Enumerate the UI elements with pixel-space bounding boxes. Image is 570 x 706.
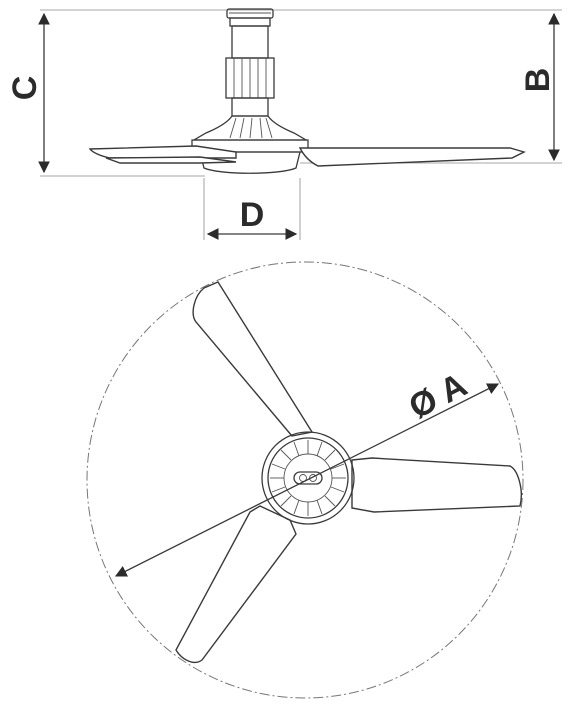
dimension-a-line: [114, 383, 500, 577]
downrod: [225, 8, 275, 117]
dimension-a-label: Ø A: [403, 366, 473, 427]
blade-top-right: [351, 457, 522, 513]
dimension-d-label: D: [240, 196, 265, 234]
sweep-circle: [86, 261, 524, 699]
dimension-c-label: C: [6, 76, 44, 101]
blade-top-lower: [175, 505, 297, 664]
top-view: Ø A: [86, 261, 524, 699]
blade-side-left: [88, 145, 237, 159]
blade-side-left-back: [105, 156, 237, 164]
blade-side-right: [298, 147, 526, 167]
dimension-b-label: B: [519, 68, 557, 93]
hub-vents: [270, 440, 346, 516]
motor-housing-side: [191, 115, 309, 174]
side-view: C B D: [6, 8, 562, 240]
hub-logo-badge: [293, 471, 323, 485]
motor-hub: [261, 431, 355, 525]
blade-top-upper: [192, 281, 314, 437]
